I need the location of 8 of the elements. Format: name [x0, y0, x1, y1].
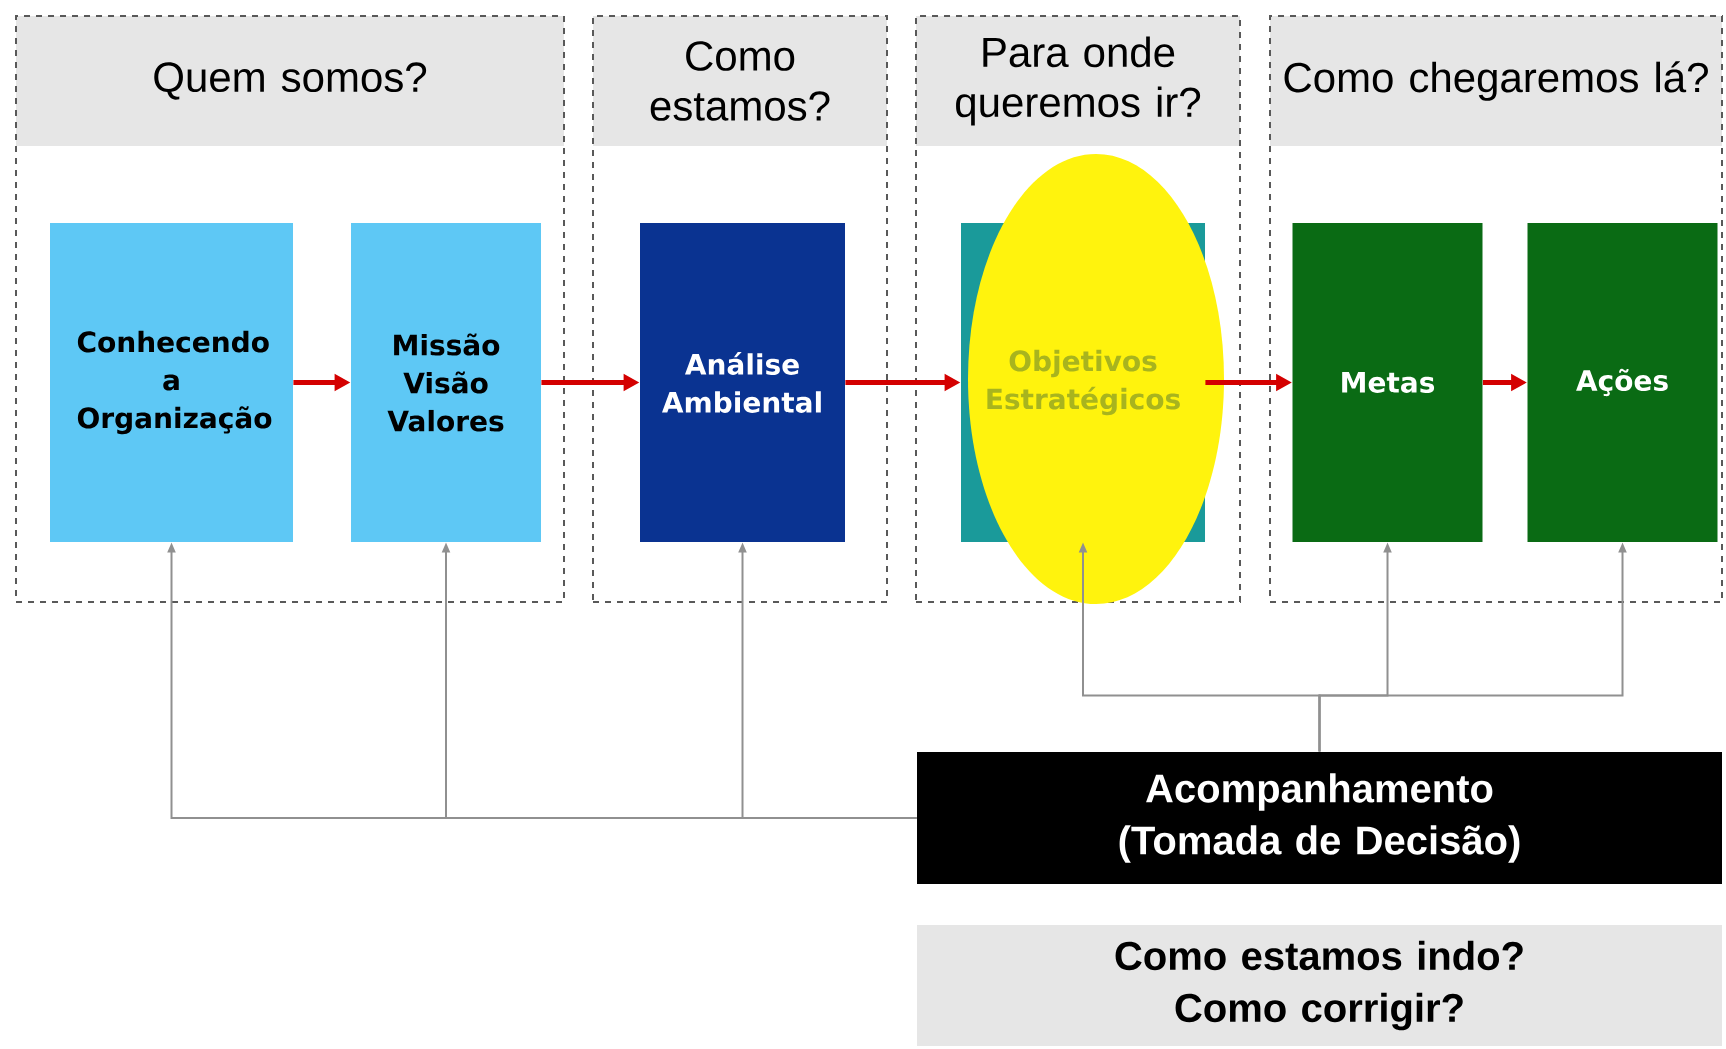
process-box: Missão Visão Valores — [351, 223, 541, 542]
process-box: Metas — [1292, 223, 1483, 542]
process-box: Acompanhamento (Tomada de Decisão) — [917, 752, 1722, 884]
box-label: Objetivos Estratégicos — [987, 349, 1180, 416]
process-box: Conhecendo a Organização — [50, 223, 293, 542]
process-box: Ações — [1527, 223, 1718, 542]
process-box: Análise Ambiental — [640, 223, 845, 542]
question-band: Como estamos indo? Como corrigir? — [917, 925, 1722, 1046]
